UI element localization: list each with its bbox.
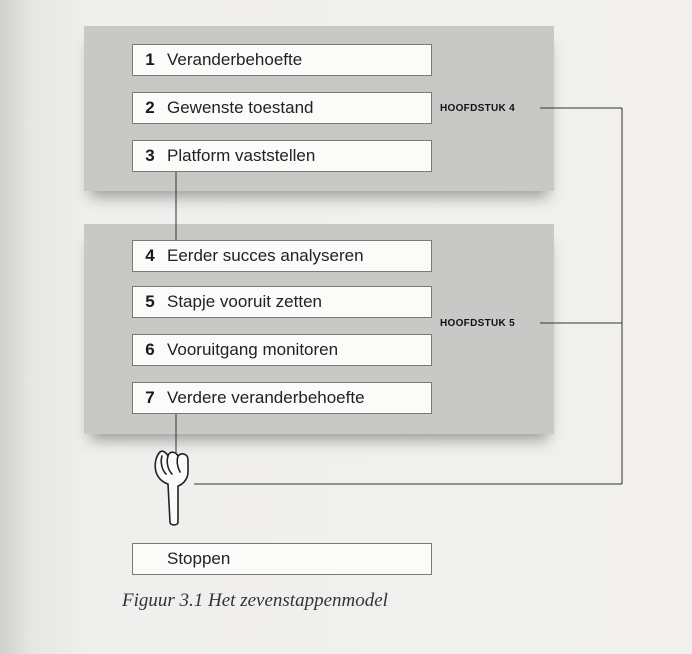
figure-caption: Figuur 3.1 Het zevenstappenmodel (122, 590, 388, 611)
step-label: Vooruitgang monitoren (167, 340, 339, 359)
pointing-hand-icon (154, 450, 189, 526)
step-label: Gewenste toestand (167, 98, 314, 117)
step-label: Veranderbehoefte (167, 50, 303, 69)
step-6: 6 Vooruitgang monitoren (132, 334, 432, 366)
stop-label: Stoppen (167, 549, 231, 568)
step-number: 7 (145, 388, 155, 407)
step-1: 1 Veranderbehoefte (132, 44, 432, 76)
step-number: 6 (145, 340, 155, 359)
step-number: 1 (145, 50, 155, 69)
stop-box: Stoppen (132, 543, 432, 575)
chapter-5-label: HOOFDSTUK 5 (440, 318, 515, 329)
chapter-4-label: HOOFDSTUK 4 (440, 103, 515, 114)
step-label: Verdere veranderbehoefte (167, 388, 365, 407)
step-7: 7 Verdere veranderbehoefte (132, 382, 432, 414)
step-label: Platform vaststellen (167, 146, 316, 165)
step-5: 5 Stapje vooruit zetten (132, 286, 432, 318)
step-2: 2 Gewenste toestand (132, 92, 432, 124)
step-label: Stapje vooruit zetten (167, 292, 322, 311)
step-3: 3 Platform vaststellen (132, 140, 432, 172)
step-number: 5 (145, 292, 155, 311)
step-number: 2 (145, 98, 155, 117)
step-4: 4 Eerder succes analyseren (132, 240, 432, 272)
step-number: 3 (145, 146, 155, 165)
step-number: 4 (145, 246, 155, 265)
step-label: Eerder succes analyseren (167, 246, 364, 265)
